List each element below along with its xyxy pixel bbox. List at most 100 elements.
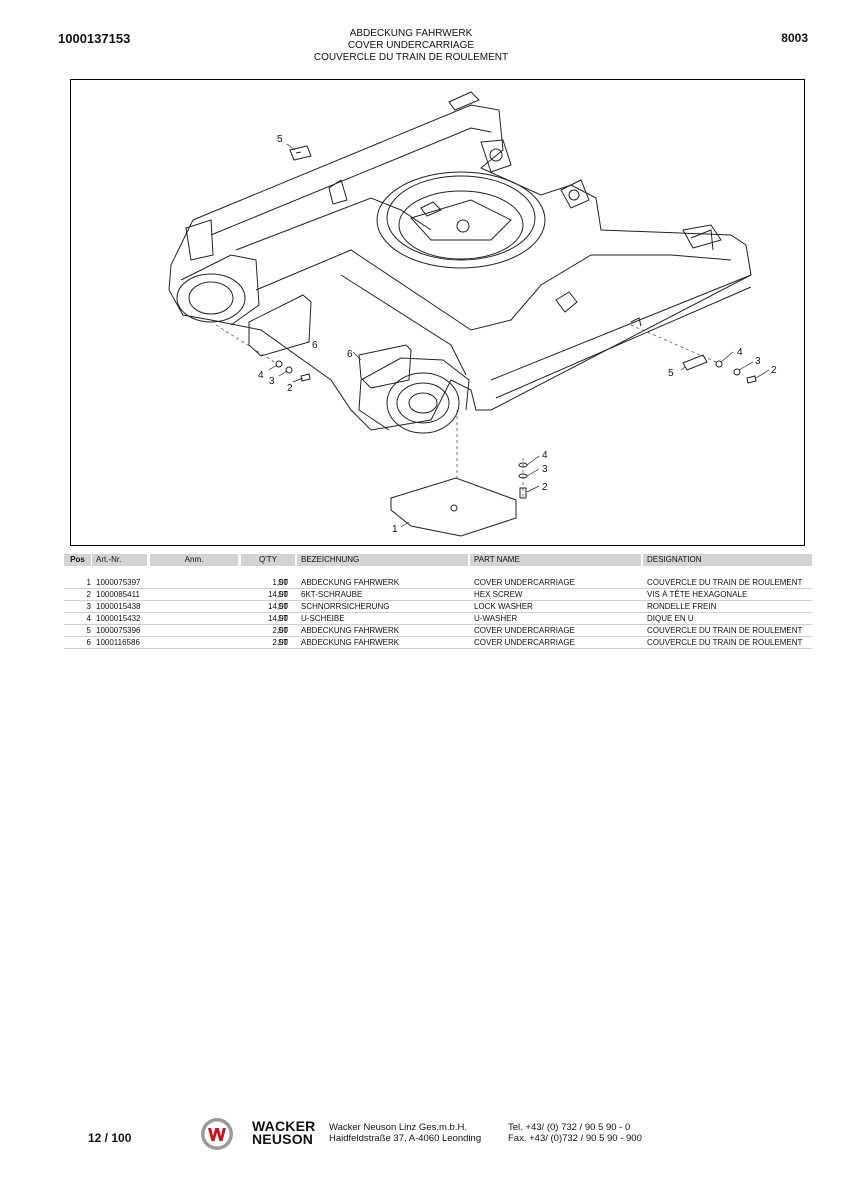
- page-number: 12 / 100: [88, 1131, 132, 1145]
- cell-qty: 14,00: [267, 614, 288, 623]
- brand-line-1: WACKER: [252, 1118, 316, 1134]
- callout-2-right: 2: [771, 365, 777, 376]
- hardware-right: [715, 360, 757, 384]
- cover-pos5-right: [682, 354, 708, 371]
- callout-6-mid: 6: [347, 349, 353, 360]
- callout-3-right: 3: [755, 356, 761, 367]
- cell-designation: VIS À TÊTE HEXAGONALE: [647, 590, 748, 599]
- cell-designation: COUVERCLE DU TRAIN DE ROULEMENT: [647, 626, 803, 635]
- assembly-lines: [215, 324, 717, 500]
- callout-4-bottom: 4: [542, 450, 548, 461]
- cover-pos6-left: [248, 294, 312, 357]
- cell-qty: 2,00: [272, 638, 288, 647]
- col-bezeichnung: BEZEICHNUNG: [297, 554, 468, 566]
- cell-bezeichnung: ABDECKUNG FAHRWERK: [301, 626, 400, 635]
- group-number: 8003: [781, 31, 808, 45]
- cell-designation: DIQUE EN U: [647, 614, 694, 623]
- table-row: 2 1000085411 14,00 ST 6KT-SCHRAUBE HEX S…: [64, 589, 812, 601]
- title-english: COVER UNDERCARRIAGE: [347, 40, 475, 51]
- title-german: ABDECKUNG FAHRWERK: [349, 28, 473, 39]
- cell-pos: 6: [86, 638, 91, 647]
- cell-unit: ST: [278, 578, 289, 587]
- col-art-nr: Art.-Nr.: [92, 554, 147, 566]
- document-number: 1000137153: [58, 31, 131, 46]
- cell-pos: 3: [86, 602, 91, 611]
- cell-bezeichnung: ABDECKUNG FAHRWERK: [301, 578, 400, 587]
- parts-table-header: Pos Art.-Nr. Anm. Q'TY BEZEICHNUNG PART …: [64, 554, 812, 566]
- cell-qty: 14,00: [267, 590, 288, 599]
- cell-pos: 5: [86, 626, 91, 635]
- undercarriage-drawing: 5 6 4 3 2 6 5 4 3 2 4 3 2 1: [168, 91, 777, 537]
- cell-bezeichnung: ABDECKUNG FAHRWERK: [301, 638, 400, 647]
- cell-unit: ST: [278, 638, 289, 647]
- callout-4-left: 4: [258, 370, 264, 381]
- telephone: Tel. +43/ (0) 732 / 90 5 90 - 0: [508, 1122, 631, 1133]
- cover-pos1-bottom: [390, 477, 517, 537]
- table-row: 1 1000075397 1,00 ST ABDECKUNG FAHRWERK …: [64, 577, 812, 589]
- cell-pos: 2: [86, 590, 91, 599]
- cell-art-nr: 1000116586: [96, 638, 140, 647]
- cell-designation: RONDELLE FREIN: [647, 602, 717, 611]
- company-contact: Tel. +43/ (0) 732 / 90 5 90 - 0 Fax. +43…: [508, 1122, 642, 1144]
- cell-designation: COUVERCLE DU TRAIN DE ROULEMENT: [647, 638, 803, 647]
- table-row: 5 1000075396 2,00 ST ABDECKUNG FAHRWERK …: [64, 625, 812, 637]
- callout-4-right: 4: [737, 347, 743, 358]
- cell-bezeichnung: SCHNORRSICHERUNG: [301, 602, 390, 611]
- wacker-neuson-logo: [201, 1118, 233, 1150]
- cell-unit: ST: [278, 626, 289, 635]
- company-address: Wacker Neuson Linz Ges.m.b.H. Haidfeldst…: [329, 1122, 481, 1144]
- callout-1-bottom: 1: [392, 524, 398, 535]
- callout-2-left: 2: [287, 383, 293, 394]
- fax: Fax. +43/ (0)732 / 90 5 90 - 900: [508, 1133, 642, 1144]
- callout-3-bottom: 3: [542, 464, 548, 475]
- exploded-view-figure: 5 6 4 3 2 6 5 4 3 2 4 3 2 1: [70, 79, 805, 546]
- cell-part-name: COVER UNDERCARRIAGE: [474, 578, 575, 587]
- cell-part-name: LOCK WASHER: [474, 602, 533, 611]
- callout-3-left: 3: [269, 376, 275, 387]
- company-name: Wacker Neuson Linz Ges.m.b.H.: [329, 1122, 467, 1133]
- street-address: Haidfeldstraße 37, A-4060 Leonding: [329, 1133, 482, 1144]
- col-part-name: PART NAME: [470, 554, 641, 566]
- leader-lines: [268, 143, 770, 528]
- brand-line-2: NEUSON: [252, 1131, 314, 1147]
- cell-art-nr: 1000085411: [96, 590, 140, 599]
- callout-2-bottom: 2: [542, 482, 548, 493]
- cell-part-name: COVER UNDERCARRIAGE: [474, 626, 575, 635]
- page-title-block: ABDECKUNG FAHRWERK COVER UNDERCARRIAGE C…: [200, 28, 622, 64]
- callout-6-left: 6: [312, 340, 318, 351]
- cell-art-nr: 1000015438: [96, 602, 141, 611]
- cell-part-name: U-WASHER: [474, 614, 518, 623]
- parts-table: Pos Art.-Nr. Anm. Q'TY BEZEICHNUNG PART …: [64, 554, 812, 649]
- brand-name: WACKER NEUSON: [252, 1118, 316, 1147]
- cell-pos: 4: [86, 614, 91, 623]
- cell-art-nr: 1000015432: [96, 614, 141, 623]
- hardware-left: [275, 360, 311, 382]
- parts-table-body: 1 1000075397 1,00 ST ABDECKUNG FAHRWERK …: [64, 577, 812, 649]
- cell-unit: ST: [278, 602, 289, 611]
- cell-bezeichnung: U-SCHEIBE: [301, 614, 345, 623]
- cell-bezeichnung: 6KT-SCHRAUBE: [301, 590, 363, 599]
- title-french: COUVERCLE DU TRAIN DE ROULEMENT: [313, 52, 509, 63]
- cell-qty: 1,00: [272, 578, 288, 587]
- cell-pos: 1: [86, 578, 91, 587]
- cell-art-nr: 1000075396: [96, 626, 141, 635]
- callout-5-top: 5: [277, 134, 283, 145]
- col-anm: Anm.: [150, 554, 238, 566]
- cell-part-name: HEX SCREW: [474, 590, 523, 599]
- col-qty: Q'TY: [241, 554, 295, 566]
- cell-designation: COUVERCLE DU TRAIN DE ROULEMENT: [647, 578, 803, 587]
- cell-unit: ST: [278, 614, 289, 623]
- cell-part-name: COVER UNDERCARRIAGE: [474, 638, 575, 647]
- callout-5-right: 5: [668, 368, 674, 379]
- cover-pos6-mid: [358, 344, 412, 389]
- table-row: 6 1000116586 2,00 ST ABDECKUNG FAHRWERK …: [64, 637, 812, 649]
- table-row: 4 1000015432 14,00 ST U-SCHEIBE U-WASHER…: [64, 613, 812, 625]
- col-designation: DESIGNATION: [643, 554, 812, 566]
- col-pos: Pos: [64, 554, 91, 566]
- cell-qty: 2,00: [272, 626, 288, 635]
- undercarriage-frame: [168, 91, 752, 434]
- cell-unit: ST: [278, 590, 289, 599]
- hardware-bottom: [518, 462, 528, 499]
- cell-qty: 14,00: [267, 602, 288, 611]
- cover-pos5-top: [289, 145, 312, 161]
